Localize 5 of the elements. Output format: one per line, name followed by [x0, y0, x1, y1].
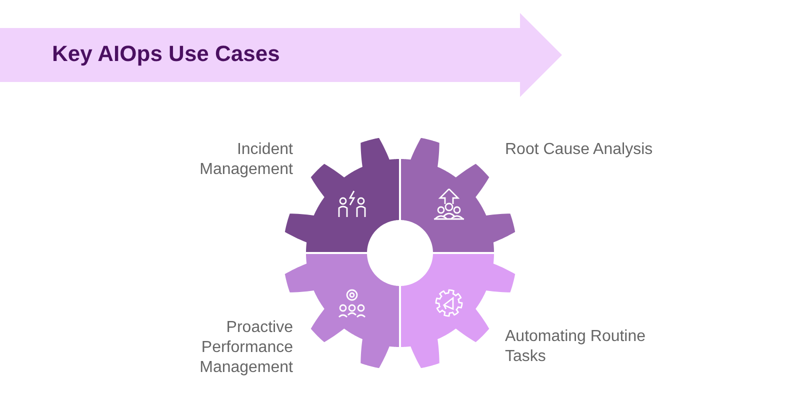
title: Key AIOps Use Cases	[52, 41, 280, 67]
use-case-label: Incident Management	[198, 140, 293, 180]
use-case-label: Proactive Performance Management	[198, 318, 293, 378]
use-case-label: Root Cause Analysis	[505, 140, 654, 160]
use-case-label: Automating Routine Tasks	[505, 327, 647, 367]
